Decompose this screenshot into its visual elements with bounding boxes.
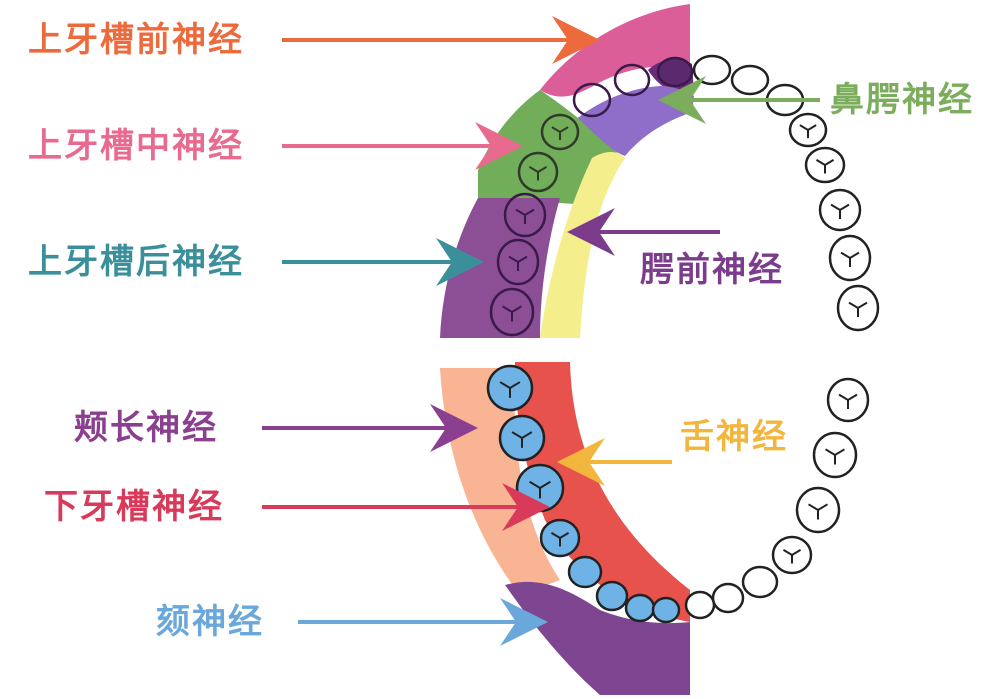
tooth bbox=[572, 82, 612, 118]
zone-lingual-red bbox=[515, 362, 690, 622]
tooth-fissure bbox=[550, 532, 570, 547]
tooth-fissure bbox=[782, 549, 802, 564]
tooth-fissure bbox=[815, 159, 835, 174]
tooth bbox=[692, 54, 732, 86]
tooth bbox=[656, 56, 694, 88]
tooth bbox=[711, 582, 745, 614]
tooth-fissure bbox=[508, 255, 528, 271]
tooth-fissure bbox=[838, 393, 858, 409]
tooth bbox=[496, 238, 540, 286]
tooth-fissure bbox=[799, 124, 817, 139]
tooth bbox=[595, 580, 629, 612]
tooth bbox=[503, 192, 547, 238]
label-nasopalatine: 鼻腭神经 bbox=[830, 80, 974, 120]
tooth bbox=[741, 565, 779, 599]
tooth bbox=[613, 63, 651, 97]
tooth bbox=[517, 151, 559, 193]
tooth bbox=[684, 590, 716, 620]
tooth-fissure bbox=[830, 203, 850, 219]
tooth-fissure bbox=[808, 503, 828, 520]
tooth bbox=[624, 593, 656, 623]
tooth-fissure bbox=[825, 448, 845, 465]
label-upper-posterior: 上牙槽后神经 bbox=[28, 242, 244, 282]
label-long-buccal: 颊长神经 bbox=[74, 408, 218, 448]
label-mental: 颏神经 bbox=[156, 602, 264, 642]
tooth bbox=[651, 596, 681, 624]
label-greater-palatine: 腭前神经 bbox=[640, 250, 784, 290]
label-inferior-alveolar: 下牙槽神经 bbox=[44, 487, 224, 527]
label-upper-anterior: 上牙槽前神经 bbox=[28, 20, 244, 60]
tooth-fissure bbox=[551, 126, 569, 141]
tooth-fissure bbox=[511, 431, 533, 448]
tooth bbox=[567, 555, 603, 589]
tooth-fissure bbox=[515, 208, 535, 224]
tooth-fissure bbox=[499, 381, 521, 398]
tooth-fissure bbox=[502, 305, 522, 322]
label-lingual: 舌神经 bbox=[680, 417, 788, 457]
tooth bbox=[489, 287, 535, 337]
teeth bbox=[486, 54, 880, 624]
tooth bbox=[730, 64, 770, 96]
zone-upper-posterior bbox=[440, 198, 560, 338]
label-upper-middle: 上牙槽中神经 bbox=[28, 126, 244, 166]
tooth-fissure bbox=[840, 251, 860, 267]
tooth bbox=[540, 113, 580, 151]
tooth-fissure bbox=[528, 166, 548, 181]
tooth-fissure bbox=[848, 301, 868, 317]
zone-upper-anterior bbox=[540, 4, 690, 97]
zone-mental bbox=[505, 581, 690, 695]
